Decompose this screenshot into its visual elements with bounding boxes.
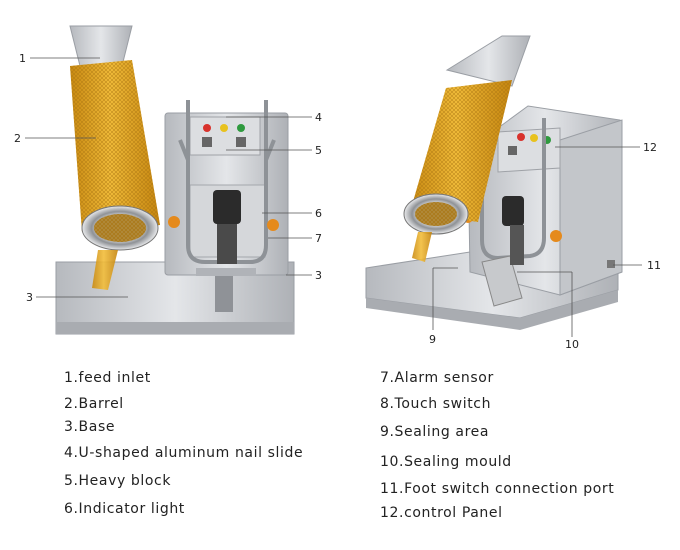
callout-7: 7 [315,232,322,245]
callout-2: 2 [14,132,21,145]
callout-1: 1 [19,52,26,65]
legend-item-8: 8.Touch switch [380,396,492,412]
callout-6: 6 [315,207,322,220]
feed-inlet-right [445,35,531,87]
legend-item-11: 11.Foot switch connection port [380,481,615,497]
callout-3-base: 3 [26,291,33,304]
legend-item-5: 5.Heavy block [64,473,172,489]
legend-item-4: 4.U-shaped aluminum nail slide [64,445,304,461]
legend-item-10: 10.Sealing mould [380,454,512,470]
callout-10: 10 [565,338,579,350]
callout-9: 9 [429,333,436,346]
legend-item-3: 3.Base [64,419,116,435]
side-view-machine [365,35,623,330]
callout-lines [25,57,642,337]
knob-left-a [168,216,180,228]
legend-item-1: 1.feed inlet [64,370,151,386]
foot-switch-port [607,260,615,268]
right-light-red [517,133,525,141]
feed-inlet-left [69,25,133,67]
indicator-light-yellow [220,124,228,132]
sealing-mould [481,255,523,307]
machine-diagram: 1 2 3 4 5 6 7 3 9 10 11 12 [14,25,661,350]
legend-item-7: 7.Alarm sensor [380,370,494,386]
indicator-light-green [237,124,245,132]
indicator-light-red [203,124,211,132]
legend-item-12: 12.control Panel [380,505,503,521]
callout-12: 12 [643,141,657,154]
legend-item-9: 9.Sealing area [380,424,490,440]
heavy-block-left [213,190,241,224]
callout-numbers: 1 2 3 4 5 6 7 3 9 10 11 12 [14,52,661,350]
callout-11: 11 [647,259,661,272]
legend-item-6: 6.Indicator light [64,501,185,517]
knob-left-b [267,219,279,231]
callout-4: 4 [315,111,322,124]
control-panel-left [189,116,261,156]
right-light-yellow [530,134,538,142]
parts-legend: 1.feed inlet 2.Barrel 3.Base 4.U-shaped … [0,360,680,550]
control-panel-right [497,127,561,173]
front-view-machine [55,25,295,335]
callout-3-right: 3 [315,269,322,282]
callout-5: 5 [315,144,322,157]
legend-item-2: 2.Barrel [64,396,124,412]
